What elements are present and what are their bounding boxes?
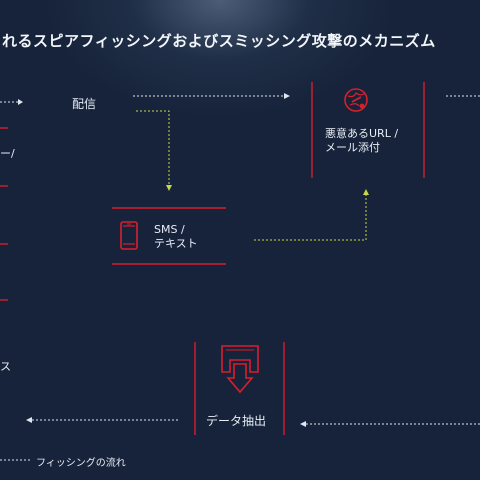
sms-line2: テキスト (154, 237, 198, 250)
flow-path-to-url (254, 194, 367, 241)
flow-path-to-sms (136, 110, 170, 186)
data-extract-icon (221, 345, 259, 394)
url-line1: 悪意あるURL / (325, 127, 399, 140)
smartphone-icon (120, 221, 138, 250)
partial-label-slash: ー/ (0, 147, 15, 160)
legend-label: フィッシングの流れ (36, 458, 126, 469)
sms-node-label: SMS / テキスト (154, 223, 198, 251)
extract-node-label: データ抽出 (206, 414, 267, 428)
diagram-title: れるスピアフィッシングおよびスミッシング攻撃のメカニズム (2, 32, 436, 50)
delivery-label: 配信 (72, 97, 97, 111)
partial-label-su: ス (0, 360, 11, 373)
url-node-label: 悪意あるURL / メール添付 (325, 127, 398, 155)
globe-link-icon (344, 88, 368, 112)
sms-line1: SMS / (154, 223, 185, 236)
url-line2: メール添付 (325, 141, 380, 154)
